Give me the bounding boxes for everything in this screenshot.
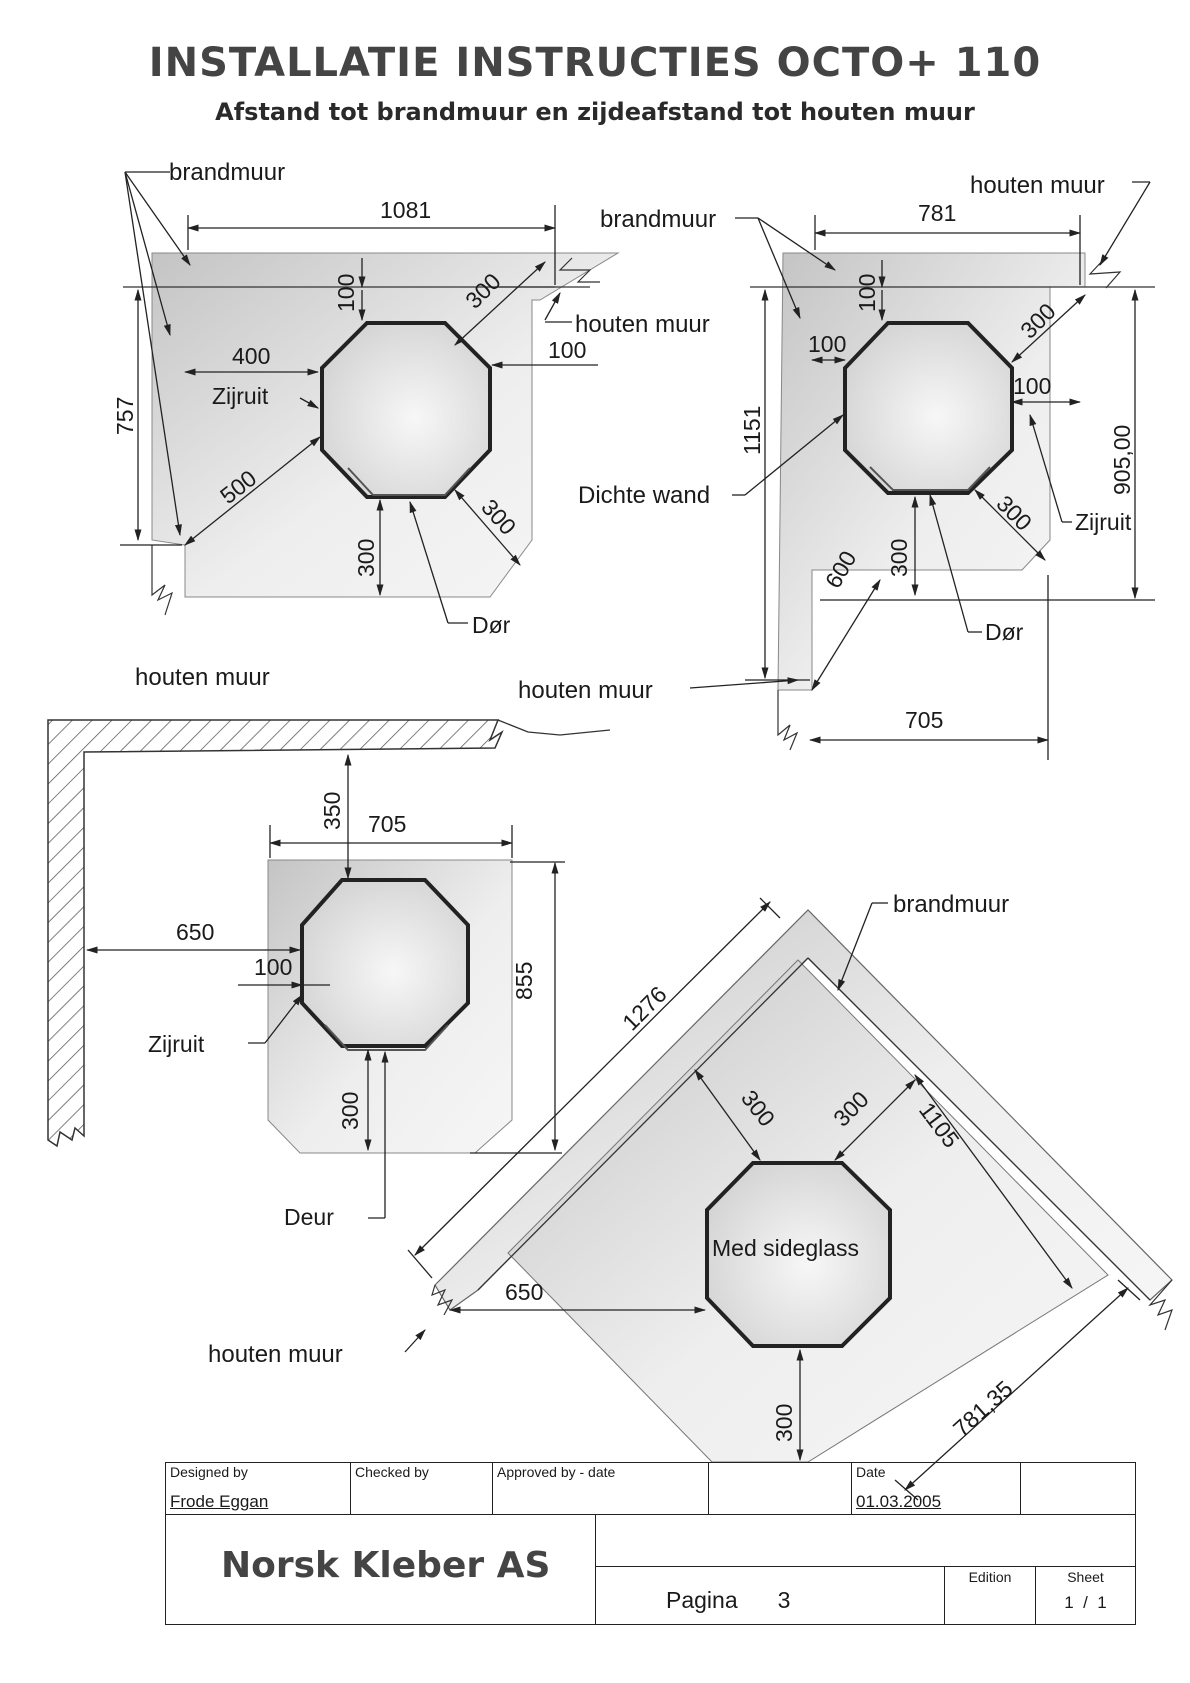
approved-label: Approved by - date: [497, 1464, 616, 1480]
date-label: Date: [856, 1464, 886, 1480]
d2-brandmuur-label: brandmuur: [600, 206, 716, 233]
d2-dim-height-left: 1151: [739, 406, 765, 455]
approved-cell: Approved by - date: [493, 1463, 709, 1515]
d3-dim-height: 855: [511, 962, 537, 1000]
page-title: INSTALLATIE INSTRUCTIES OCTO+ 110: [148, 40, 1042, 86]
d2-dichte-label: Dichte wand: [578, 482, 710, 509]
d2-dim-right: 100: [1013, 373, 1051, 399]
d3-dim-bottom: 300: [337, 1092, 363, 1130]
d3-dim-width: 705: [368, 811, 406, 837]
d2-dim-bottom: 300: [886, 539, 912, 577]
diagram-4: brandmuur houten muur Med sideglass 1276…: [208, 891, 1173, 1501]
d1-dor-label: Dør: [472, 612, 511, 638]
d4-dim-left: 650: [505, 1279, 543, 1305]
d4-center-label: Med sideglass: [712, 1235, 859, 1261]
date-cell: Date 01.03.2005: [852, 1463, 1021, 1515]
company-name: Norsk Kleber AS: [221, 1545, 551, 1586]
sheet-label: Sheet: [1067, 1569, 1104, 1585]
diagram-3: Zijruit Deur 350 705 650 100 855 300: [47, 719, 611, 1230]
designed-value: Frode Eggan: [170, 1492, 269, 1511]
edition-cell: Edition: [945, 1567, 1036, 1624]
d2-zijruit-label: Zijruit: [1075, 509, 1132, 535]
blank-cell-2: [1021, 1463, 1135, 1515]
title-block: Designed by Frode Eggan Checked by Appro…: [165, 1462, 1136, 1625]
blank-cell-3: [596, 1515, 1135, 1567]
pagina-label: Pagina: [666, 1587, 738, 1613]
d1-houten-below-label: houten muur: [135, 664, 270, 691]
company-cell: Norsk Kleber AS: [166, 1515, 596, 1624]
diagram-2: brandmuur houten muur houten muur Dichte…: [518, 172, 1155, 760]
d2-houten-bottom-label: houten muur: [518, 677, 653, 704]
date-value: 01.03.2005: [856, 1492, 942, 1511]
designed-cell: Designed by Frode Eggan: [166, 1463, 351, 1515]
d4-houten-label: houten muur: [208, 1341, 343, 1368]
designed-label: Designed by: [170, 1464, 248, 1480]
d1-brandmuur-label: brandmuur: [169, 159, 285, 186]
d2-dor-label: Dør: [985, 619, 1024, 645]
d2-dim-height-right: 905,00: [1109, 425, 1135, 495]
edition-label: Edition: [968, 1569, 1012, 1585]
d2-dim-top: 100: [854, 274, 880, 312]
d2-dim-left: 100: [808, 331, 846, 357]
d1-dim-height: 757: [112, 397, 138, 435]
d4-dim-diag-base: 781,35: [948, 1375, 1018, 1441]
checked-label: Checked by: [355, 1464, 429, 1480]
sheet-value: 1 / 1: [1064, 1593, 1107, 1612]
d3-dim-left: 650: [176, 919, 214, 945]
d1-dim-right: 100: [548, 337, 586, 363]
d3-dim-top: 350: [319, 792, 345, 830]
d1-dim-bottom: 300: [353, 539, 379, 577]
d3-zijruit-label: Zijruit: [148, 1031, 205, 1057]
d1-zijruit-label: Zijruit: [212, 383, 269, 409]
diagram-1: brandmuur houten muur Zijruit Dør houten…: [112, 159, 710, 691]
sheet-cell: Sheet 1 / 1: [1036, 1567, 1135, 1624]
page-subtitle: Afstand tot brandmuur en zijdeafstand to…: [215, 98, 975, 126]
d2-dim-base: 705: [905, 707, 943, 733]
d1-dim-left: 400: [232, 343, 270, 369]
blank-cell-1: [709, 1463, 852, 1515]
d4-brandmuur-label: brandmuur: [893, 891, 1009, 918]
d2-dim-width: 781: [918, 200, 956, 226]
d4-dim-bottom: 300: [771, 1404, 797, 1442]
pagina-cell: Pagina 3: [596, 1567, 945, 1624]
d1-houten-label: houten muur: [575, 311, 710, 338]
d3-deur-label: Deur: [284, 1204, 334, 1230]
checked-cell: Checked by: [351, 1463, 493, 1515]
pagina-value: 3: [777, 1587, 791, 1613]
d3-dim-side: 100: [254, 954, 292, 980]
d2-houten-top-label: houten muur: [970, 172, 1105, 199]
d1-dim-top: 100: [333, 274, 359, 312]
d1-dim-width: 1081: [380, 197, 431, 223]
